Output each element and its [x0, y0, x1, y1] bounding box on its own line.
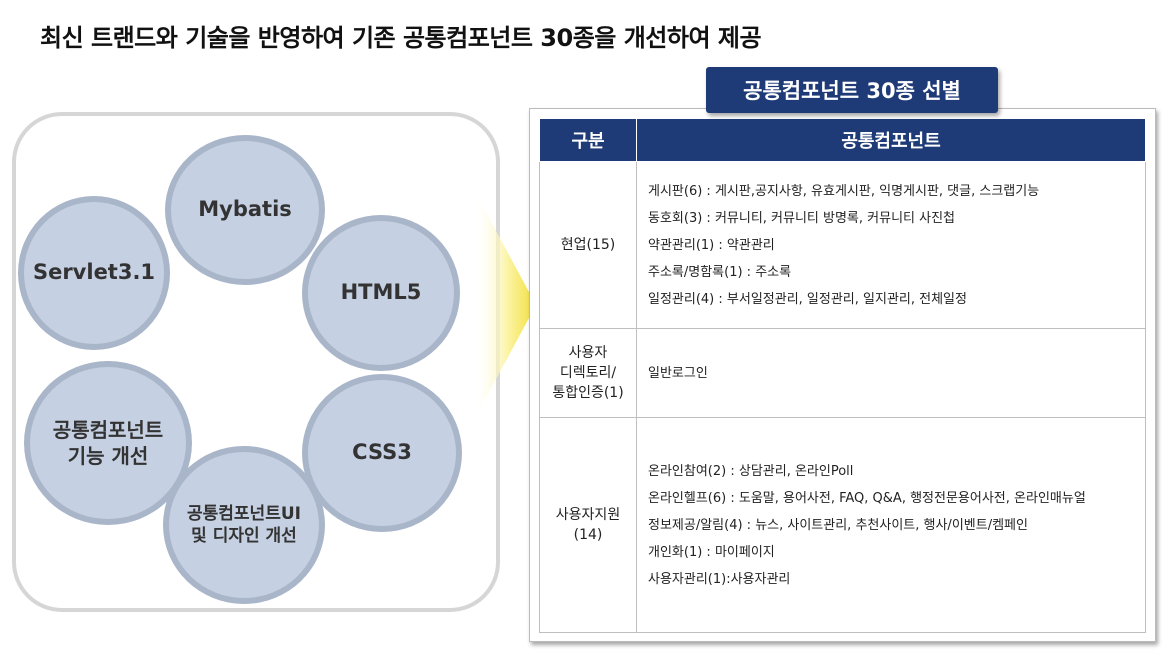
circle-label: CSS3 [352, 440, 412, 465]
circle-label: 및 디자인 개선 [191, 526, 297, 546]
right-arrow-icon [474, 190, 536, 420]
circle-label: 공통컴포넌트UI [187, 503, 301, 524]
list-item: 약관관리(1) : 약관관리 [648, 237, 775, 253]
row-items: 온라인참여(2) : 상담관리, 온라인Poll 온라인헬프(6) : 도움말,… [636, 417, 1146, 633]
table-row: 사용자 디렉토리/ 통합인증(1) 일반로그인 [539, 328, 1146, 418]
list-item: 개인화(1) : 마이페이지 [648, 544, 775, 560]
list-item: 일반로그인 [648, 365, 708, 381]
circle-html5: HTML5 [302, 215, 460, 371]
circle-mybatis: Mybatis [165, 135, 325, 285]
selection-badge: 공통컴포넌트 30종 선별 [706, 67, 998, 113]
circle-servlet: Servlet3.1 [18, 196, 170, 350]
circle-css3: CSS3 [302, 374, 462, 532]
table-row: 현업(15) 게시판(6) : 게시판,공지사항, 유효게시판, 익명게시판, … [539, 161, 1146, 329]
row-items: 일반로그인 [636, 328, 1146, 418]
table-row: 사용자지원 (14) 온라인참여(2) : 상담관리, 온라인Poll 온라인헬… [539, 417, 1146, 633]
list-item: 주소록/명함록(1) : 주소록 [648, 264, 792, 280]
list-item: 일정관리(4) : 부서일정관리, 일정관리, 일지관리, 전체일정 [648, 291, 967, 307]
circle-label: 기능 개선 [67, 444, 149, 468]
circle-label: 공통컴포넌트 [52, 418, 164, 442]
table-header-component: 공통컴포넌트 [636, 118, 1146, 162]
table-header-category: 구분 [539, 118, 637, 162]
list-item: 정보제공/알림(4) : 뉴스, 사이트관리, 추천사이트, 행사/이벤트/켐페… [648, 517, 1028, 533]
list-item: 동호회(3) : 커뮤니티, 커뮤니티 방명록, 커뮤니티 사진첩 [648, 210, 956, 226]
list-item: 사용자관리(1):사용자관리 [648, 571, 791, 587]
row-items: 게시판(6) : 게시판,공지사항, 유효게시판, 익명게시판, 댓글, 스크랩… [636, 161, 1146, 329]
row-category: 현업(15) [539, 161, 637, 329]
page-headline: 최신 트랜드와 기술을 반영하여 기존 공통컴포넌트 30종을 개선하여 제공 [40, 24, 762, 52]
list-item: 온라인참여(2) : 상담관리, 온라인Poll [648, 463, 854, 479]
list-item: 게시판(6) : 게시판,공지사항, 유효게시판, 익명게시판, 댓글, 스크랩… [648, 183, 1040, 199]
row-category: 사용자 디렉토리/ 통합인증(1) [539, 328, 637, 418]
component-table: 구분 공통컴포넌트 현업(15) 게시판(6) : 게시판,공지사항, 유효게시… [539, 118, 1146, 633]
circle-label: Mybatis [198, 197, 292, 222]
circle-label: Servlet3.1 [32, 260, 156, 285]
circle-label: HTML5 [340, 280, 422, 305]
list-item: 온라인헬프(6) : 도움말, 용어사전, FAQ, Q&A, 행정전문용어사전… [648, 490, 1086, 506]
row-category: 사용자지원 (14) [539, 417, 637, 633]
component-table-panel: 구분 공통컴포넌트 현업(15) 게시판(6) : 게시판,공지사항, 유효게시… [529, 108, 1156, 642]
